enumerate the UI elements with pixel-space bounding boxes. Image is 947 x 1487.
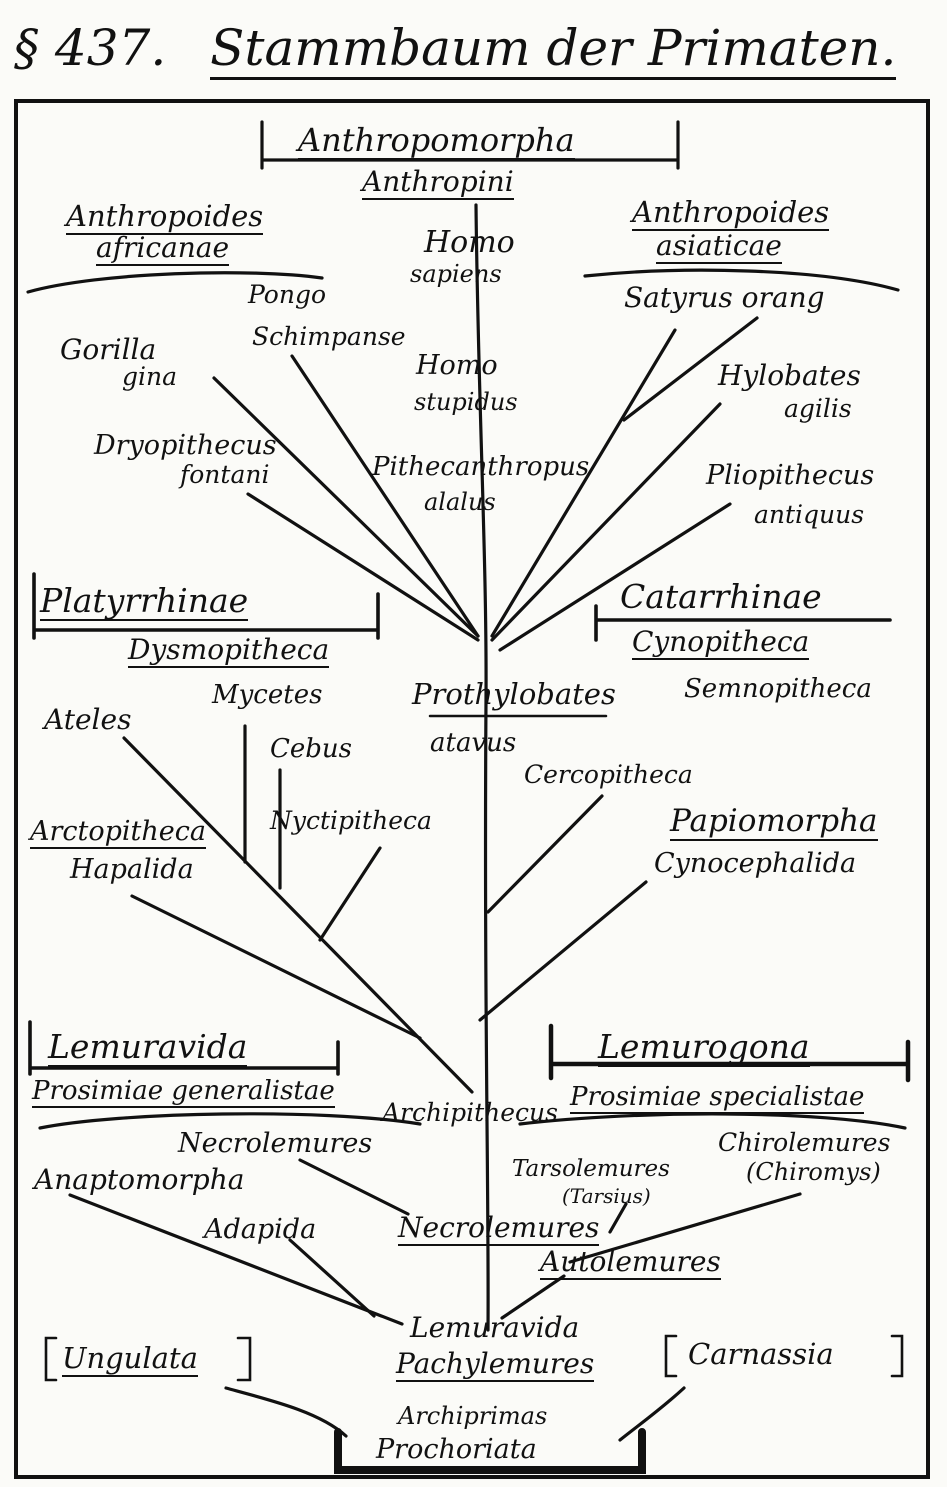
label-lemuravida: Lemuravida [48,1027,248,1067]
page-title: § 437. Stammbaum der Primaten. [14,8,934,88]
branch-tarsolemures [608,1202,628,1234]
label-cebus: Cebus [270,734,353,764]
branch-hylobates [622,316,759,422]
label-dysmopitheca: Dysmopitheca [128,633,330,668]
label-prothylobates: Prothylobates [412,677,616,711]
branch-ateles [122,736,474,1094]
branch-hylobates-2 [490,402,722,642]
branch-cynocephalida [478,880,648,1022]
branch-hapalida [130,894,422,1040]
label-prosimiae-specialistae: Prosimiae specialistae [570,1082,865,1114]
bracket-lemurogona [548,1023,911,1083]
ungulata-bracket [44,1336,252,1382]
branch-gorilla [212,376,480,638]
branch-nyctipitheca [318,846,382,942]
label-archiprimas: Archiprimas [398,1402,548,1430]
branch-adapida [288,1238,376,1318]
label-anthropini: Anthropini [362,165,514,200]
label-alalus: alalus [424,488,496,516]
label-pachylemures: Pachylemures [396,1347,595,1382]
label-africanae: africanae [96,231,230,266]
arc-africanae [26,271,324,294]
label-prosimiae-generalistae: Prosimiae generalistae [32,1076,335,1108]
branch-anaptomorpha [68,1193,404,1326]
bracket-catarrhinae [594,604,892,642]
label-homo-stupidus: Homo [416,350,498,381]
label-anthropoides-africanae: Anthropoides [66,199,264,235]
title-text: Stammbaum der Primaten. [210,19,897,80]
label-prochoriata: Prochoriata [376,1434,537,1465]
label-papiomorpha: Papiomorpha [670,803,878,841]
label-dryopithecus: Dryopithecus [94,430,277,461]
label-ungulata: Ungulata [62,1341,198,1377]
label-gina: gina [122,362,178,391]
label-adapida: Adapida [204,1214,317,1245]
bracket-lemuravida [28,1020,340,1076]
label-gorilla: Gorilla [60,333,157,366]
section-number: § 437. [14,19,167,77]
bracket-platyrrhinae [32,572,380,640]
branch-autolemures [500,1274,566,1320]
branch-cercopitheca [486,794,604,914]
label-hylobates: Hylobates [718,359,861,392]
label-necrolemures-top: Necrolemures [178,1128,373,1159]
label-homo: Homo [424,225,515,260]
label-lemuravida-2: Lemuravida [410,1311,580,1344]
label-necrolemures: Necrolemures [398,1211,600,1246]
branch-ungulata [224,1386,348,1438]
label-schimpanse: Schimpanse [252,322,406,351]
branch-carnassia [618,1386,686,1442]
branch-chirolemures [568,1192,802,1264]
label-semnopitheca: Semnopitheca [684,674,872,704]
label-stupidus: stupidus [414,388,518,416]
label-tarsius: (Tarsius) [562,1184,651,1208]
label-asiaticae: asiaticae [656,229,782,264]
label-antiquus: antiquus [754,500,865,529]
label-autolemures: Autolemures [540,1245,721,1280]
branch-pongo [290,354,480,638]
arc-generalistae [38,1112,422,1130]
label-ateles: Ateles [44,703,132,736]
frame [14,99,930,1479]
label-hapalida: Hapalida [70,854,194,885]
label-arctopitheca: Arctopitheca [30,816,206,849]
label-platyrrhinae: Platyrrhinae [40,581,249,621]
label-chirolemures: Chirolemures [718,1128,891,1157]
label-fontani: fontani [180,460,270,489]
label-nyctipitheca: Nyctipitheca [270,806,432,835]
label-satyrus-orang: Satyrus orang [624,281,825,314]
label-agilis: agilis [784,394,852,423]
base-bar [334,1428,646,1474]
arc-asiaticae [583,268,900,292]
label-cynopitheca: Cynopitheca [632,625,810,660]
branch-necrolemures-top [298,1158,410,1216]
bracket-anthropomorpha [260,120,680,170]
label-catarrhinae: Catarrhinae [620,577,822,616]
carnassia-bracket [664,1334,904,1378]
label-pliopithecus: Pliopithecus [706,460,875,491]
label-carnassia: Carnassia [688,1337,834,1371]
label-tarsolemures: Tarsolemures [512,1156,670,1182]
label-lemurogona: Lemurogona [598,1027,810,1067]
label-pithecanthropus: Pithecanthropus [372,452,590,482]
label-archipithecus: Archipithecus [382,1098,558,1127]
label-cynocephalida: Cynocephalida [654,848,857,879]
label-anthropoides-asiaticae: Anthropoides [632,195,830,231]
label-mycetes: Mycetes [212,680,323,710]
label-sapiens: sapiens [410,260,502,288]
branch-satyrus [490,328,677,638]
label-pongo: Pongo [248,280,327,309]
label-chiromys: (Chiromys) [746,1158,881,1186]
arc-specialistae [518,1112,907,1130]
label-cercopitheca: Cercopitheca [524,760,693,789]
trunk [474,203,490,1332]
branch-pliopithecus [498,502,732,652]
label-anaptomorpha: Anaptomorpha [34,1163,245,1196]
label-atavus: atavus [430,728,517,758]
branch-dryopithecus [246,492,480,642]
label-anthropomorpha: Anthropomorpha [298,121,575,160]
